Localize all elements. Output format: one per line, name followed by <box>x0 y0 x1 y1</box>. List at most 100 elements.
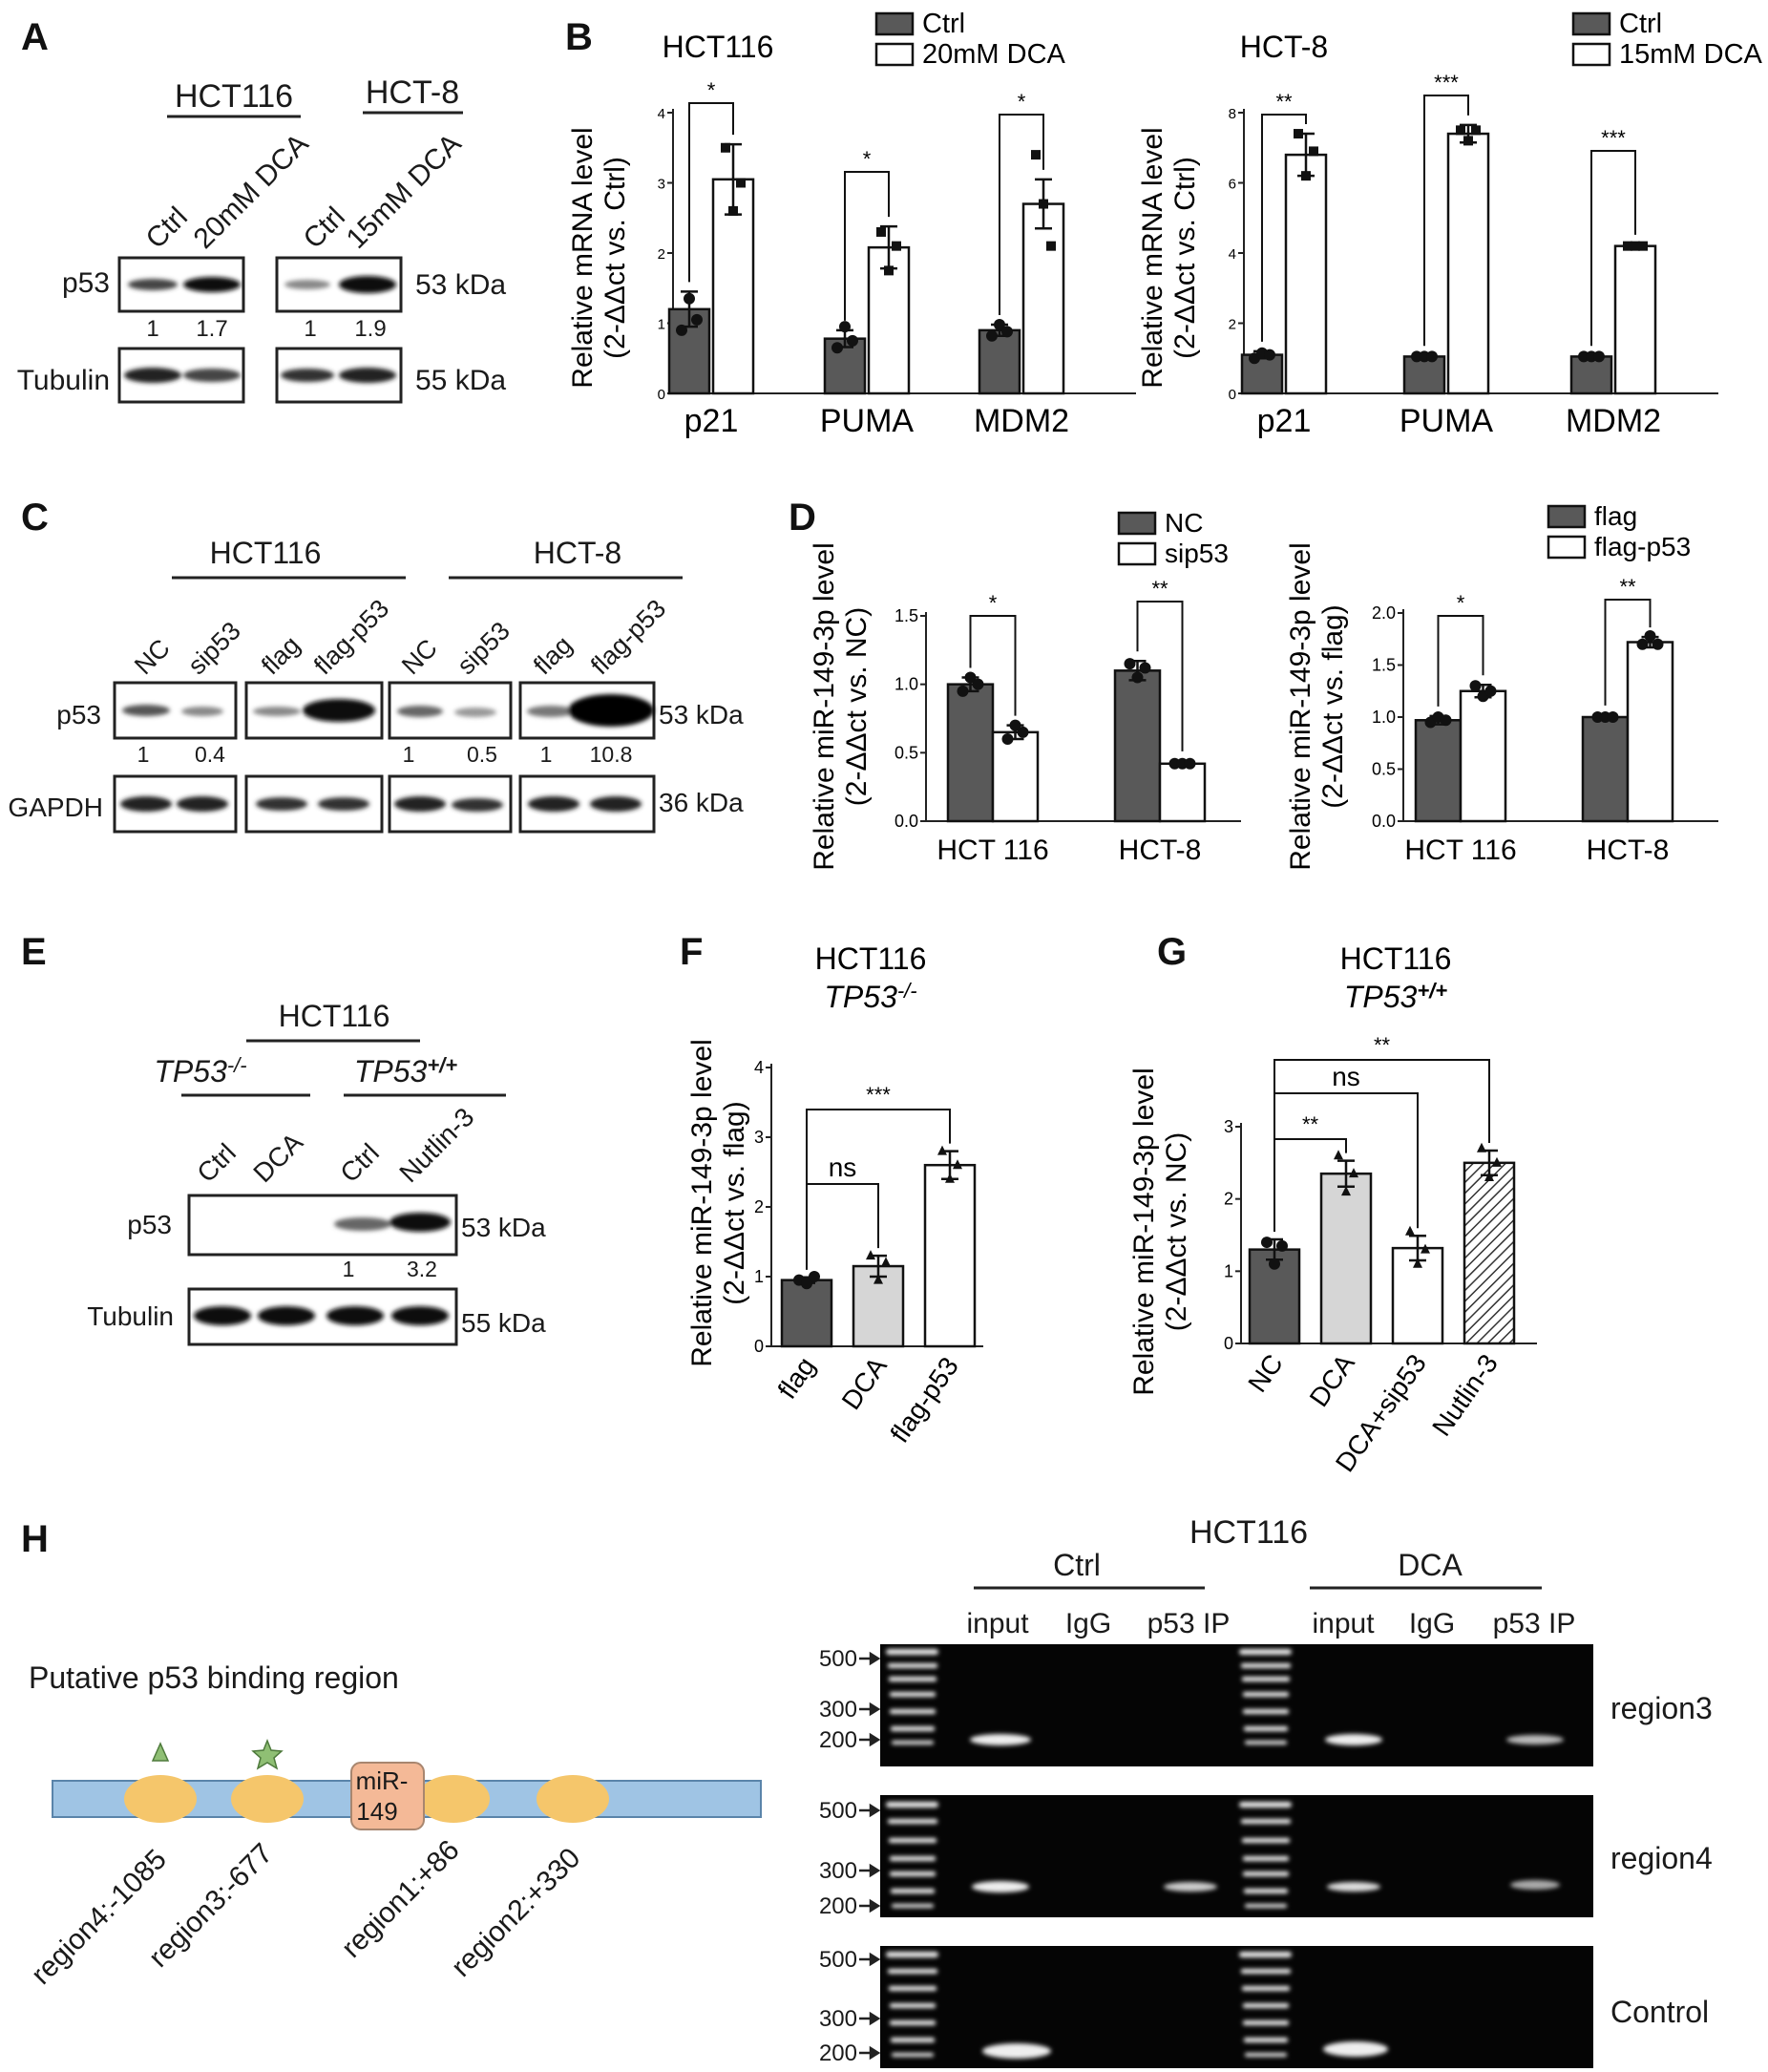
data-point <box>1276 1239 1288 1252</box>
y-tick-label: 3 <box>754 1128 764 1147</box>
data-point <box>1484 685 1497 697</box>
data-point <box>1623 241 1632 251</box>
y-tick-label: 0 <box>754 1337 764 1356</box>
data-point <box>721 142 730 153</box>
y-tick-label: 2 <box>658 246 665 263</box>
y-tick-label: 1.0 <box>1372 708 1396 727</box>
y-axis-label: Relative mRNA level(2-ΔΔct vs. Ctrl) <box>1137 127 1201 388</box>
data-point <box>1593 350 1605 363</box>
gel-lane: IgG <box>1409 1608 1455 1639</box>
chip-gel: HCT116 Ctrl DCA input IgG p53 IP input I… <box>819 1514 1713 2068</box>
data-point <box>809 1271 820 1282</box>
significance-bracket <box>688 102 734 283</box>
data-point <box>1631 241 1640 251</box>
region-label: region1:+86 <box>336 1834 466 1964</box>
significance-bracket <box>999 114 1044 315</box>
legend-label: NC <box>1165 508 1203 538</box>
y-tick-label: 6 <box>1229 177 1236 193</box>
gel-lane: input <box>1312 1608 1375 1639</box>
bar <box>1446 132 1490 395</box>
blot-a-lane-ctrl-1: Ctrl <box>140 201 194 255</box>
significance-label: * <box>1457 591 1465 615</box>
y-tick-label: 0.5 <box>1372 760 1396 779</box>
gel-row-label: region3 <box>1610 1691 1713 1725</box>
bar <box>1569 355 1613 395</box>
diagram-title: Putative p53 binding region <box>29 1660 399 1695</box>
significance-label: ns <box>829 1152 857 1182</box>
legend-label: Ctrl <box>1619 9 1662 39</box>
bar <box>1158 762 1207 823</box>
y-tick-label: 0 <box>658 387 665 403</box>
y-tick-label: 0 <box>1229 387 1236 403</box>
x-tick-label: HCT 116 <box>1404 835 1516 866</box>
data-point <box>1184 757 1196 770</box>
legend-label: Ctrl <box>922 9 965 39</box>
mir149-label: miR-149 <box>356 1766 409 1826</box>
chart-subtitle: TP53-/- <box>824 979 916 1014</box>
x-tick-label: HCT-8 <box>1587 835 1670 866</box>
gel-lane: input <box>966 1608 1029 1639</box>
x-tick-label: DCA <box>836 1351 893 1414</box>
chart-title: HCT116 <box>663 30 774 64</box>
y-tick-label: 0 <box>1224 1334 1233 1353</box>
data-point <box>1349 1168 1358 1178</box>
gel-lane: IgG <box>1065 1608 1111 1639</box>
x-tick-label: p21 <box>684 403 739 439</box>
legend-label: flag <box>1594 501 1637 531</box>
blot-c-lane: flag <box>256 630 305 680</box>
significance-bracket <box>1261 114 1307 342</box>
chart-subtitle: TP53+/+ <box>1344 979 1447 1014</box>
blot-e-lane: Nutlin-3 <box>393 1102 479 1188</box>
gel-marker: 200 <box>819 1893 857 1919</box>
data-point <box>1269 1258 1280 1270</box>
blot-c-lane: sip53 <box>452 616 516 680</box>
data-point <box>1261 1237 1273 1249</box>
blot-c-quant: 1 <box>540 742 553 767</box>
data-point <box>866 1250 875 1260</box>
blot-c-kda-p53: 53 kDa <box>659 700 744 729</box>
data-point <box>964 671 977 684</box>
data-point <box>986 329 998 342</box>
significance-label: ** <box>1151 577 1168 601</box>
data-point <box>691 313 703 326</box>
gel-band <box>982 2043 1051 2059</box>
bar <box>1581 715 1630 823</box>
data-point <box>953 1159 962 1170</box>
blot-c-quant: 0.5 <box>467 742 497 767</box>
bar <box>946 683 995 823</box>
y-tick-label: 1.5 <box>1372 656 1396 675</box>
y-tick-label: 2 <box>1229 317 1236 333</box>
blot-a-group-hct116: HCT116 <box>175 78 293 115</box>
gel-lane: p53 IP <box>1493 1608 1576 1639</box>
blot-c-lane: sip53 <box>182 616 246 680</box>
data-point <box>957 685 969 697</box>
y-tick-label: 2 <box>754 1197 764 1216</box>
blot-e-quant: 1 <box>343 1257 355 1281</box>
gel-lane: p53 IP <box>1147 1608 1231 1639</box>
blot-a-quant: 1 <box>146 316 158 342</box>
gel-band <box>1164 1882 1217 1892</box>
chart-title: HCT116 <box>815 941 927 976</box>
gel-band <box>1325 1734 1382 1745</box>
legend-label: 15mM DCA <box>1619 39 1763 70</box>
blot-c-quant: 10.8 <box>590 742 633 767</box>
data-point <box>1131 671 1144 684</box>
gel-region3 <box>880 1644 1593 1766</box>
significance-label: ** <box>1619 575 1636 599</box>
significance-bracket <box>1423 95 1469 347</box>
panel-label-c: C <box>21 497 49 539</box>
region-label: region4:-1085 <box>26 1844 173 1991</box>
data-point <box>1001 326 1013 338</box>
legend-swatch <box>1571 42 1611 67</box>
data-point <box>1440 714 1452 727</box>
y-tick-label: 1 <box>658 317 665 333</box>
y-tick-label: 1.0 <box>895 675 918 694</box>
data-point <box>847 334 858 347</box>
blot-a-lane-ctrl-2: Ctrl <box>298 201 351 255</box>
gel-marker: 200 <box>819 2040 857 2066</box>
blot-e-row-tubulin: Tubulin <box>87 1301 174 1331</box>
